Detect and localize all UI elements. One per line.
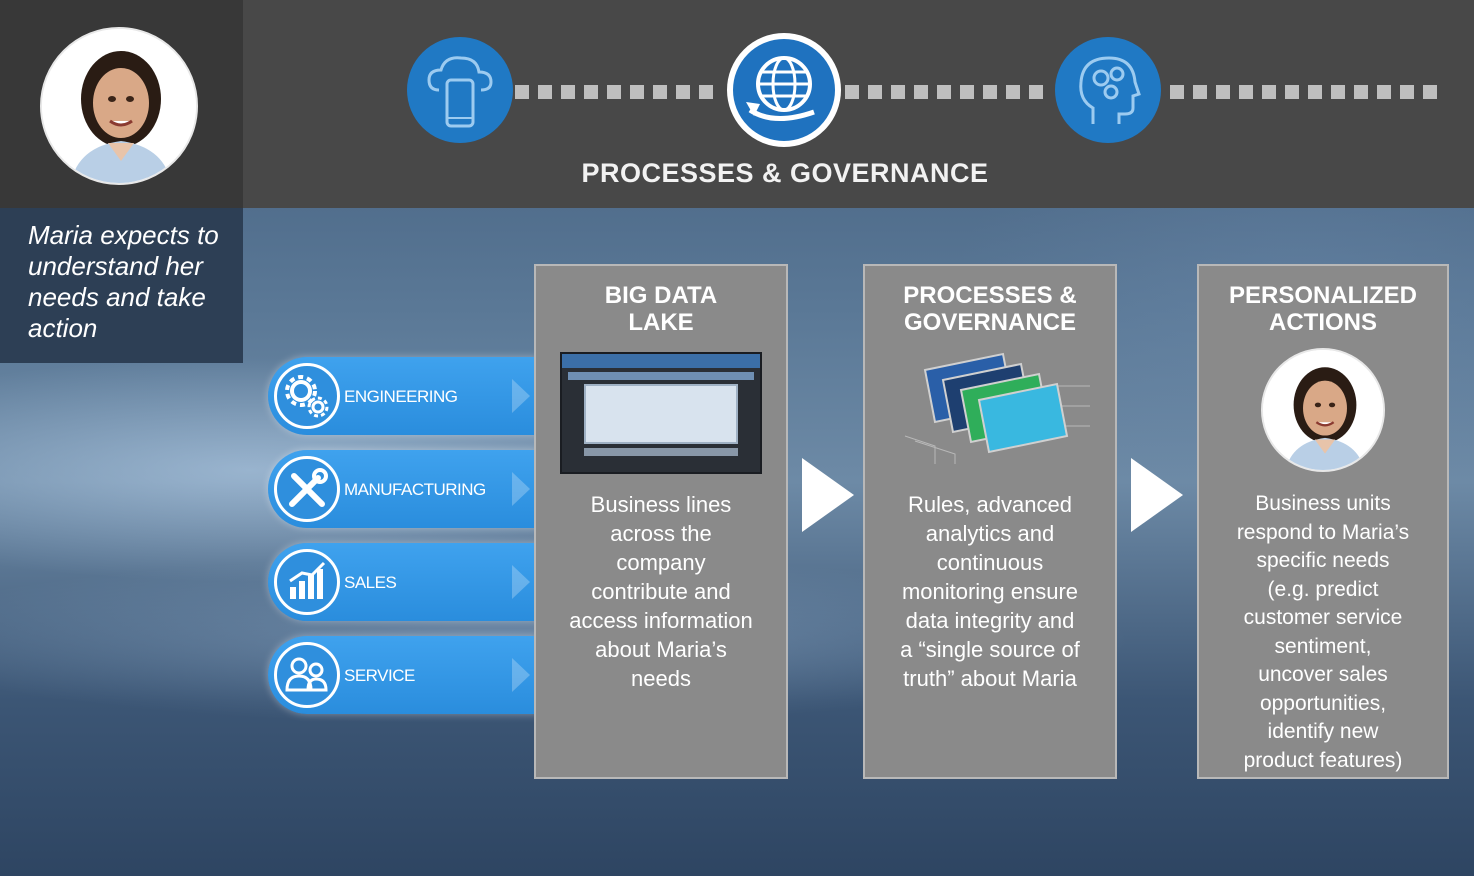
chevron-right-icon <box>512 658 530 692</box>
dept-service: SERVICE <box>268 636 538 714</box>
chevron-right-icon <box>512 379 530 413</box>
dept-manufacturing: MANUFACTURING <box>268 450 538 528</box>
flow-arrow-icon <box>1131 458 1183 532</box>
globe-icon <box>727 33 841 147</box>
flow-arrow-icon <box>802 458 854 532</box>
dept-label: SALES <box>344 573 397 592</box>
tools-icon <box>274 456 340 522</box>
card-title: PERSONALIZED ACTIONS <box>1228 282 1417 336</box>
head-gears-icon <box>1055 37 1161 143</box>
card-title: PROCESSES & GOVERNANCE <box>903 282 1077 336</box>
persona-caption: Maria expects to understand her needs an… <box>28 220 219 343</box>
persona-caption-panel <box>0 208 243 363</box>
persona-panel <box>0 0 243 208</box>
gears-icon <box>274 363 340 429</box>
maria-avatar <box>40 27 198 185</box>
dept-label: MANUFACTURING <box>344 480 486 499</box>
timeline-dots-3 <box>1170 85 1437 99</box>
chevron-right-icon <box>512 472 530 506</box>
timeline-dots-2 <box>845 85 1043 99</box>
maria-avatar-small <box>1261 348 1385 472</box>
card-body: Business lines across the company contri… <box>569 492 753 691</box>
dept-engineering: ENGINEERING <box>268 357 538 435</box>
card-personalized-actions: PERSONALIZED ACTIONS Business units resp… <box>1197 264 1449 779</box>
cloud-mobile-icon <box>407 37 513 143</box>
dept-sales: SALES <box>268 543 538 621</box>
dept-label: SERVICE <box>344 666 415 685</box>
timeline-dots-1 <box>515 85 713 99</box>
data-lake-screenshot <box>560 352 762 474</box>
chevron-right-icon <box>512 565 530 599</box>
dept-label: ENGINEERING <box>344 387 458 406</box>
bar-chart-icon <box>274 549 340 615</box>
card-body: Rules, advanced analytics and continuous… <box>900 492 1080 691</box>
people-icon <box>274 642 340 708</box>
card-title: BIG DATA LAKE <box>604 282 718 336</box>
data-cards-illustration <box>895 346 1095 466</box>
card-body: Business units respond to Maria’s specif… <box>1236 492 1410 772</box>
timeline-title: PROCESSES & GOVERNANCE <box>581 158 989 188</box>
card-big-data-lake: BIG DATA LAKE Business lines across the … <box>534 264 788 779</box>
card-processes-governance: PROCESSES & GOVERNANCE Rules, advanced a… <box>863 264 1117 779</box>
